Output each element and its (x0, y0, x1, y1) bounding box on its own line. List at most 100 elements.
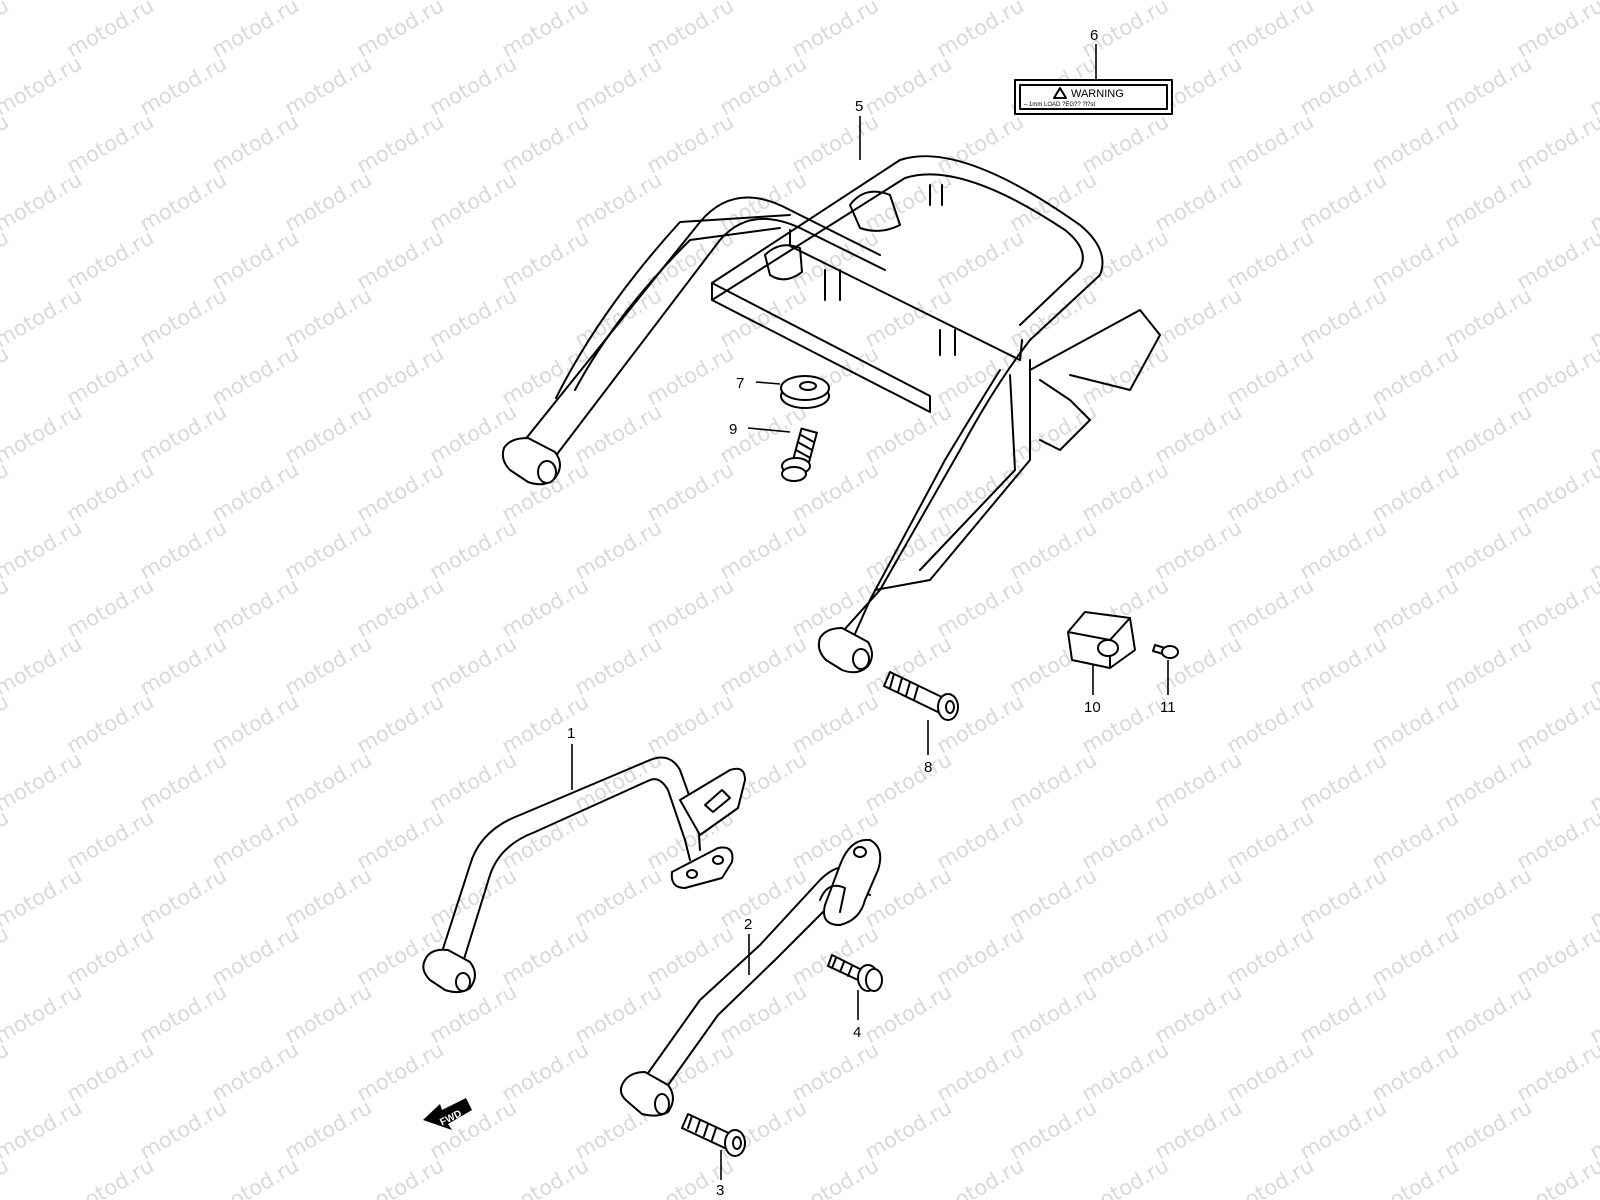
watermark-text: motod.ru (208, 805, 303, 874)
watermark-text: motod.ru (1006, 515, 1101, 584)
watermark-text: motod.ru (281, 979, 376, 1048)
watermark-text: motod.ru (571, 51, 666, 120)
watermark-text: motod.ru (0, 747, 86, 816)
watermark-text: motod.ru (1223, 341, 1318, 410)
watermark-text: motod.ru (571, 631, 666, 700)
watermark-text: motod.ru (1223, 225, 1318, 294)
watermark-text: motod.ru (63, 109, 158, 178)
watermark-text: motod.ru (426, 631, 521, 700)
watermark-text: motod.ru (281, 51, 376, 120)
watermark-text: motod.ru (63, 1153, 158, 1200)
watermark-text: motod.ru (426, 863, 521, 932)
callout-5: 5 (855, 98, 863, 115)
warning-label-subtitle: – 1mm LOAD ?EG?? ?l?st (1024, 102, 1095, 108)
watermark-text: motod.ru (353, 225, 448, 294)
watermark-text: motod.ru (0, 341, 13, 410)
watermark-text: motod.ru (1368, 457, 1463, 526)
watermark-text: motod.ru (1513, 805, 1600, 874)
watermark-text: motod.ru (716, 51, 811, 120)
watermark-text: motod.ru (1368, 1153, 1463, 1200)
watermark-text: motod.ru (0, 921, 13, 990)
watermark-text: motod.ru (933, 341, 1028, 410)
watermark-text: motod.ru (0, 457, 13, 526)
watermark-text: motod.ru (353, 457, 448, 526)
watermark-text: motod.ru (716, 979, 811, 1048)
watermark-text: motod.ru (208, 0, 303, 62)
watermark-text: motod.ru (1441, 167, 1536, 236)
watermark-text: motod.ru (1368, 805, 1463, 874)
warning-label-title: WARNING (1071, 88, 1124, 100)
watermark-text: motod.ru (136, 515, 231, 584)
watermark-text: motod.ru (1151, 167, 1246, 236)
watermark-text: motod.ru (1368, 921, 1463, 990)
watermark-text: motod.ru (1078, 921, 1173, 990)
watermark-text: motod.ru (1513, 225, 1600, 294)
watermark-text: motod.ru (0, 979, 86, 1048)
watermark-text: motod.ru (136, 631, 231, 700)
watermark-text: motod.ru (1586, 631, 1600, 700)
watermark-text: motod.ru (281, 515, 376, 584)
watermark-text: motod.ru (933, 0, 1028, 62)
watermark-text: motod.ru (1006, 979, 1101, 1048)
watermark-text: motod.ru (281, 399, 376, 468)
watermark-text: motod.ru (861, 1095, 956, 1164)
watermark-text: motod.ru (716, 283, 811, 352)
watermark-text: motod.ru (1296, 167, 1391, 236)
watermark-text: motod.ru (788, 689, 883, 758)
watermark-text: motod.ru (1223, 1037, 1318, 1106)
watermark-text: motod.ru (933, 921, 1028, 990)
watermark-text: motod.ru (63, 921, 158, 990)
watermark-text: motod.ru (1368, 573, 1463, 642)
watermark-text: motod.ru (208, 921, 303, 990)
watermark-text: motod.ru (426, 515, 521, 584)
watermark-text: motod.ru (208, 689, 303, 758)
watermark-text: motod.ru (1368, 109, 1463, 178)
watermark-text: motod.ru (1223, 1153, 1318, 1200)
carrier-frame-part-5 (501, 155, 1161, 674)
watermark-text: motod.ru (1296, 399, 1391, 468)
watermark-text: motod.ru (1078, 1037, 1173, 1106)
watermark-text: motod.ru (498, 1037, 593, 1106)
watermark-text: motod.ru (861, 399, 956, 468)
watermark-text: motod.ru (643, 457, 738, 526)
watermark-text: motod.ru (1513, 0, 1600, 62)
watermark-text: motod.ru (1151, 515, 1246, 584)
watermark-text: motod.ru (861, 747, 956, 816)
watermark-text: motod.ru (788, 0, 883, 62)
watermark-text: motod.ru (571, 167, 666, 236)
watermark-text: motod.ru (1513, 341, 1600, 410)
watermark-text: motod.ru (1586, 283, 1600, 352)
watermark-text: motod.ru (281, 631, 376, 700)
watermark-text: motod.ru (281, 747, 376, 816)
watermark-text: motod.ru (63, 225, 158, 294)
watermark-text: motod.ru (1513, 457, 1600, 526)
watermark-text: motod.ru (0, 399, 86, 468)
watermark-text: motod.ru (643, 341, 738, 410)
watermark-text: motod.ru (0, 167, 86, 236)
watermark-text: motod.ru (0, 805, 13, 874)
watermark-text: motod.ru (136, 399, 231, 468)
warning-triangle-icon (1053, 87, 1067, 99)
watermark-text: motod.ru (1006, 399, 1101, 468)
watermark-text: motod.ru (1513, 1037, 1600, 1106)
callout-labels: 6 5 7 9 8 10 11 1 2 4 3 (567, 27, 1176, 1199)
watermark-text: motod.ru (571, 979, 666, 1048)
watermark-text: motod.ru (1006, 747, 1101, 816)
watermark-text: motod.ru (1078, 457, 1173, 526)
watermark-text: motod.ru (426, 979, 521, 1048)
watermark-text: motod.ru (788, 1153, 883, 1200)
watermark-text: motod.ru (1441, 863, 1536, 932)
watermark-text: motod.ru (136, 283, 231, 352)
watermark-text: motod.ru (861, 515, 956, 584)
watermark-text: motod.ru (208, 1153, 303, 1200)
watermark-text: motod.ru (498, 109, 593, 178)
watermark-text: motod.ru (1296, 747, 1391, 816)
grommet-part-7 (780, 375, 830, 409)
screw-part-11 (1152, 644, 1179, 659)
watermark-text: motod.ru (0, 573, 13, 642)
watermark-text: motod.ru (643, 0, 738, 62)
watermark-text: motod.ru (1513, 689, 1600, 758)
watermark-text: motod.ru (353, 805, 448, 874)
watermark-text: motod.ru (0, 0, 86, 4)
watermark-text: motod.ru (1441, 1095, 1536, 1164)
